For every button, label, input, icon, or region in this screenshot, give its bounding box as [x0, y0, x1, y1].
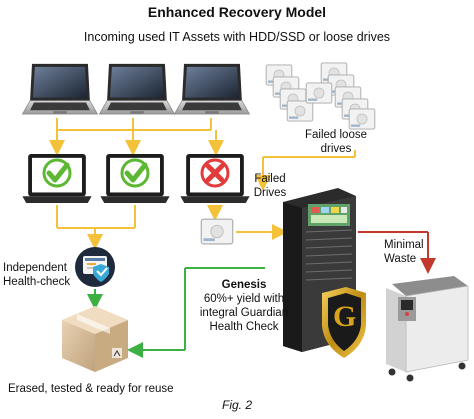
genesis-title: Genesis — [221, 279, 267, 291]
laptop-icon — [98, 63, 175, 115]
screens-to-healthcheck-arrows — [56, 205, 136, 250]
logo-letter: G — [333, 300, 357, 333]
hard-drive-icon — [286, 100, 314, 122]
health-check-label: Independent Health-check — [3, 262, 71, 288]
checkmark-icon — [42, 158, 72, 188]
failed-loose-drives-label: Failed loose drives — [304, 129, 367, 155]
hard-drive-icon — [200, 218, 234, 245]
cross-icon — [200, 158, 230, 188]
laptop-icon — [21, 63, 98, 115]
output-label: Erased, tested & ready for reuse — [8, 383, 174, 395]
minimal-waste-label: Minimal Waste — [384, 239, 424, 265]
failed-drives-label: Failed Drives — [253, 173, 287, 199]
shredder-machine-icon — [386, 276, 469, 382]
hard-drive-icon — [348, 108, 376, 130]
laptop-icon — [173, 63, 250, 115]
hard-drive-icon — [305, 82, 333, 104]
laptops-to-screens-arrows — [49, 118, 224, 156]
genesis-to-box-arrow — [127, 267, 265, 358]
diagram-subtitle: Incoming used IT Assets with HDD/SSD or … — [83, 30, 391, 44]
shield-check-icon — [75, 247, 115, 287]
figure-caption: Fig. 2 — [221, 398, 252, 412]
genesis-label: Genesis 60%+ yield with integral Guardia… — [190, 278, 298, 334]
guardian-shield-logo — [322, 287, 366, 358]
loose-drives-to-genesis-arrow — [255, 150, 356, 191]
cardboard-box-icon — [62, 306, 128, 372]
checkmark-icon — [120, 158, 150, 188]
diagram-title: Enhanced Recovery Model — [147, 4, 327, 20]
loose-drives-cluster — [265, 62, 376, 130]
waste-arrow — [358, 231, 436, 274]
